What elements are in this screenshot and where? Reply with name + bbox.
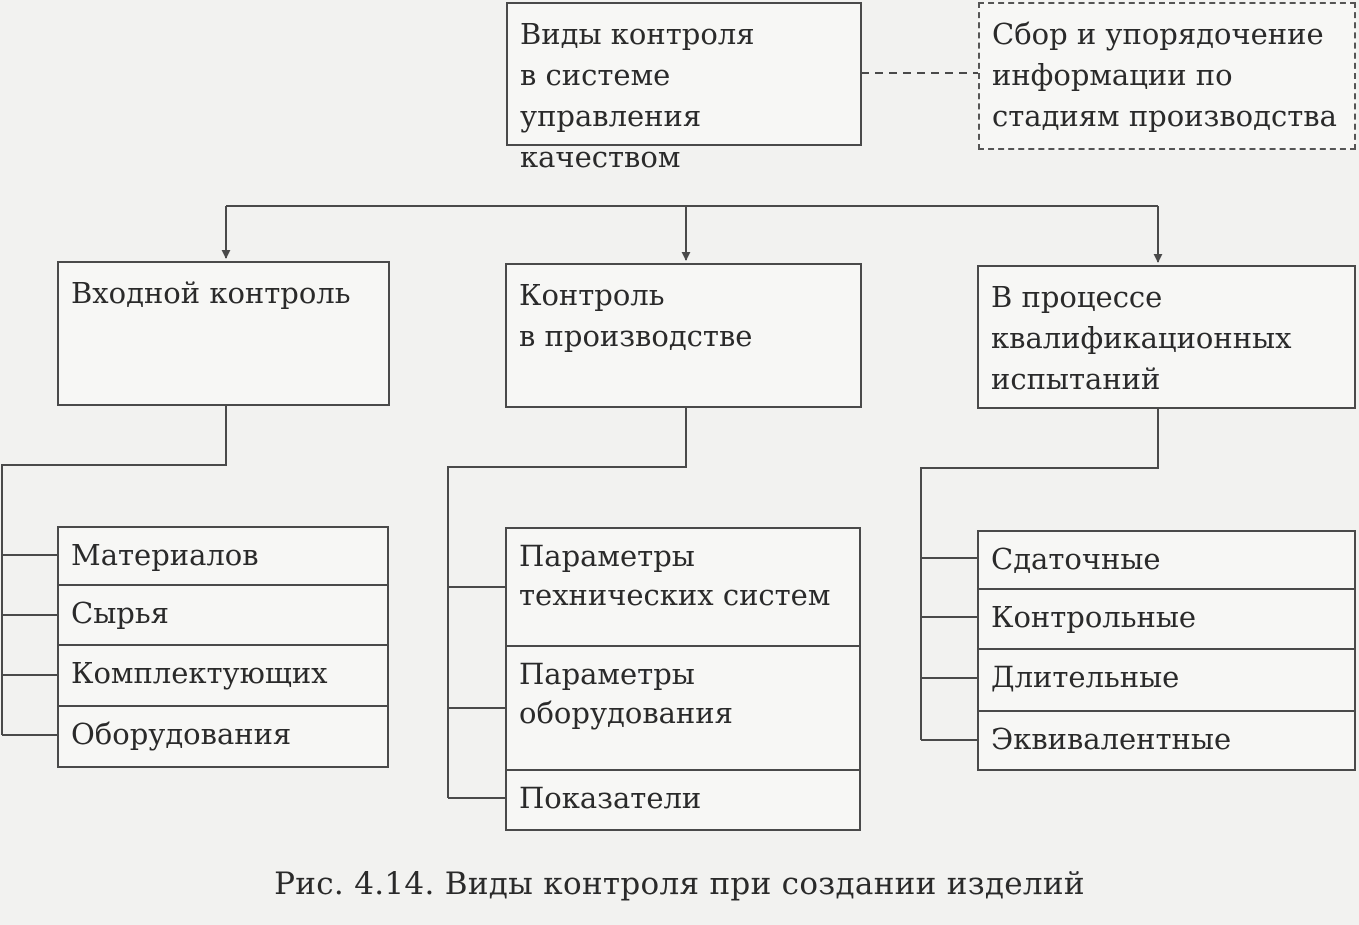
branch-box-production-control: Контроль в производстве [505,263,862,408]
items-group-qualification-tests: Сдаточные Контрольные Длительные Эквивал… [977,530,1356,771]
figure-caption: Рис. 4.14. Виды контроля при создании из… [274,866,1085,902]
root-box: Виды контроля в системе управления качес… [506,2,862,174]
branch-box-incoming-control: Входной контроль [57,261,390,406]
items-group-incoming-control: Материалов Сырья Комплектующих Оборудова… [57,526,389,768]
list-item: Показатели качества [519,781,702,829]
connector-branch-1 [1,405,227,735]
list-item: Сырья [59,586,387,646]
list-item: Длительные [979,650,1354,712]
items-group-production-control: Параметры технических систем Параметры о… [505,527,861,831]
list-item: Комплектующих [59,646,387,707]
list-item: Оборудования [71,717,292,751]
connector-branch-2 [447,407,687,798]
branch-box-qualification-tests: В процессе квалификационных испытаний [977,265,1356,409]
list-item: Сдаточные [979,532,1354,590]
list-item: Контрольные [979,590,1354,650]
list-item: Эквивалентные [991,722,1232,756]
side-note-box: Сбор и упорядочение информации по стадия… [978,2,1356,150]
list-item: Параметры технических систем [507,529,859,647]
list-item: Параметры оборудования [507,647,859,771]
connector-branch-3 [920,408,1159,740]
list-item: Материалов [59,528,387,586]
